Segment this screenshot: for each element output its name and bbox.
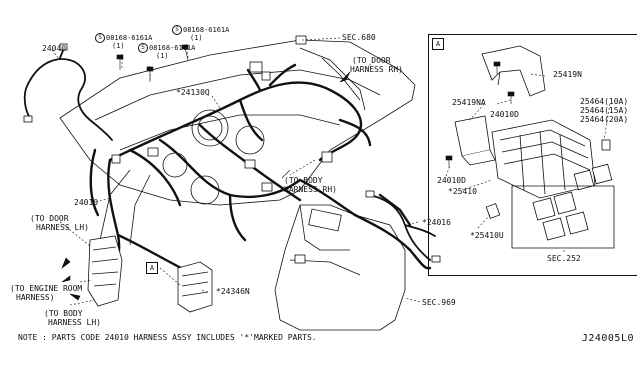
star-mark: * (176, 88, 181, 97)
label-to-body-lh-1: (TO BODY (44, 309, 83, 318)
label-24016: *24016 (422, 218, 451, 227)
bolt-3-code: 08168-6161A (149, 44, 196, 52)
ref-box-a-inset: A (432, 38, 444, 50)
inset-a-frame (428, 34, 637, 276)
label-to-body-lh-2: HARNESS LH) (48, 318, 101, 327)
label-sec680: SEC.680 (342, 33, 376, 42)
label-24130q: *24130Q (176, 88, 210, 97)
bolt-1-code: 08168-6161A (106, 34, 153, 42)
bolt-2-code: 08168-6161A (183, 26, 230, 34)
label-24346n: *24346N (216, 287, 250, 296)
sec252-frame (511, 185, 615, 249)
label-25464-10a: 25464(10A) (580, 97, 629, 106)
star-mark: * (422, 218, 427, 227)
left-junction-block (87, 235, 123, 307)
label-25464-20a: 25464(20A) (580, 115, 629, 124)
footer-note: NOTE : PARTS CODE 24010 HARNESS ASSY INC… (18, 333, 317, 342)
label-to-door-rh-1: (TO DOOR (352, 56, 391, 65)
part-25410u: 25410U (474, 231, 504, 240)
label-to-body-rh-1: (TO BODY (284, 176, 323, 185)
label-25464-15a: 25464(15A) (580, 106, 629, 115)
label-to-door-lh-2: HARNESS LH) (36, 223, 89, 232)
label-to-engine-1: (TO ENGINE ROOM (10, 284, 83, 293)
harness-main-trunk (108, 81, 363, 162)
center-console (274, 204, 406, 331)
bracket-25419n (481, 45, 546, 97)
bolt-3-qty: (1) (156, 52, 169, 60)
label-25419n: 25419N (553, 70, 582, 79)
label-to-door-rh-2: HARNESS RH) (350, 65, 403, 74)
part-25410: 25410 (452, 187, 477, 196)
label-25419na: 25419NA (452, 98, 486, 107)
s-circle-icon: S (95, 33, 105, 43)
part-24016: 24016 (426, 218, 451, 227)
s-circle-icon: S (138, 43, 148, 53)
module-24346n (177, 261, 213, 313)
star-mark: * (448, 187, 453, 196)
dashboard-outline (59, 39, 416, 206)
harness-24040 (27, 58, 113, 141)
label-to-engine-2: HARNESS) (16, 293, 55, 302)
label-24010d-b: 24010D (437, 176, 466, 185)
diagram-code: J24005L0 (581, 333, 634, 344)
ref-box-a-main: A (146, 262, 158, 274)
bolt-2-qty: (1) (190, 34, 203, 42)
label-25410u: *25410U (470, 231, 504, 240)
s-circle-icon: S (172, 25, 182, 35)
label-sec969: SEC.969 (422, 298, 456, 307)
relay-box-1 (532, 197, 556, 221)
label-to-door-lh-1: (TO DOOR (30, 214, 69, 223)
label-24040: 24040 (42, 44, 67, 53)
harness-floor-run (353, 213, 432, 270)
bolt-1-qty: (1) (112, 42, 125, 50)
label-sec252: SEC.252 (547, 254, 581, 263)
label-25410: *25410 (448, 187, 477, 196)
part-24346n: 24346N (220, 287, 250, 296)
label-24010: 24010 (74, 198, 99, 207)
label-to-body-rh-2: HARNESS RH) (284, 185, 337, 194)
part-24130q: 24130Q (180, 88, 210, 97)
star-mark: * (216, 287, 221, 296)
label-24010d-a: 24010D (490, 110, 519, 119)
star-mark: * (470, 231, 475, 240)
